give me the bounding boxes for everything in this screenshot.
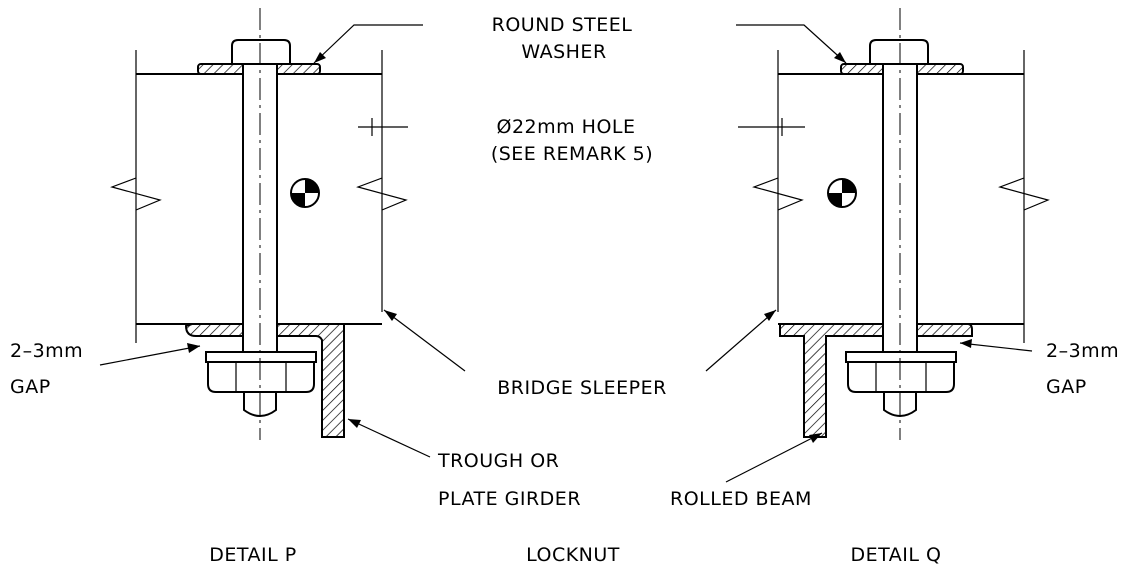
arrowhead xyxy=(348,419,361,428)
trough-leader xyxy=(347,418,431,458)
detail-q-figure xyxy=(738,8,1050,440)
locknut-right xyxy=(847,361,955,393)
washer-leader-left xyxy=(313,24,423,64)
plate-girder-angle xyxy=(184,323,345,438)
bridge-sleeper-label: BRIDGE SLEEPER xyxy=(497,377,667,399)
locknut-left xyxy=(207,361,315,393)
arrowhead xyxy=(960,339,972,348)
center-of-gravity-symbol xyxy=(290,178,320,208)
arrowhead xyxy=(764,310,776,321)
gap-left-label-line1: 2–3mm xyxy=(10,340,83,362)
gap-left-label-line2: GAP xyxy=(10,376,51,398)
washer-label-line1: ROUND STEEL xyxy=(492,14,633,36)
gap-right-label-line1: 2–3mm xyxy=(1046,340,1119,362)
break-line-right xyxy=(998,177,1050,211)
gap-leader-right xyxy=(959,342,1033,352)
arrowhead xyxy=(809,433,822,443)
detail-p-figure xyxy=(110,8,408,440)
rolled-beam-flange xyxy=(779,323,973,438)
hole-label-line2: (SEE REMARK 5) xyxy=(491,143,653,165)
sleeper-leader-right xyxy=(705,309,777,372)
bolt-head xyxy=(869,39,929,65)
bolt-head xyxy=(231,39,291,65)
break-line-left xyxy=(110,177,162,211)
break-line-left xyxy=(752,177,804,211)
detail-q-label: DETAIL Q xyxy=(851,544,942,566)
washer-label-line2: WASHER xyxy=(521,41,606,63)
rolled-beam-label: ROLLED BEAM xyxy=(670,488,812,510)
leader-lines xyxy=(99,24,1033,483)
arrowhead xyxy=(384,310,397,321)
locknut-label: LOCKNUT xyxy=(526,544,620,566)
sleeper-leader-left xyxy=(383,309,466,372)
trough-label-line2: PLATE GIRDER xyxy=(438,488,581,510)
washer-leader-right xyxy=(736,24,847,64)
center-of-gravity-symbol xyxy=(827,178,857,208)
rolled-beam-leader xyxy=(725,432,823,483)
arrowhead xyxy=(187,343,200,353)
hole-label-line1: Ø22mm HOLE xyxy=(496,116,635,138)
trough-label-line1: TROUGH OR xyxy=(437,450,559,472)
break-line-right xyxy=(356,177,408,211)
gap-leader-left xyxy=(99,345,201,366)
arrowhead xyxy=(834,52,846,63)
gap-right-label-line2: GAP xyxy=(1046,376,1087,398)
annotation-text: ROUND STEEL WASHER Ø22mm HOLE (SEE REMAR… xyxy=(10,14,1119,566)
detail-p-label: DETAIL P xyxy=(209,544,296,566)
locknut-washer-right xyxy=(845,351,957,363)
locknut-washer-left xyxy=(205,351,317,363)
arrowhead xyxy=(314,52,326,63)
